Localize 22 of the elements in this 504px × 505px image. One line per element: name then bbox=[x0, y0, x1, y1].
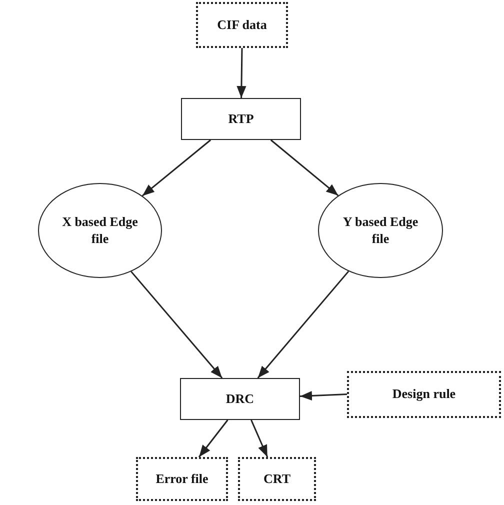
node-label: Error file bbox=[156, 470, 208, 488]
arrow bbox=[130, 271, 223, 378]
node-label: X based Edge file bbox=[61, 214, 139, 247]
node-label: RTP bbox=[228, 110, 254, 128]
process-box bbox=[180, 378, 300, 420]
output-box bbox=[136, 457, 228, 501]
data-source-box bbox=[196, 2, 288, 48]
node-label: CIF data bbox=[217, 16, 267, 34]
arrow bbox=[236, 48, 246, 98]
node-label: CRT bbox=[264, 470, 290, 488]
arrow bbox=[198, 420, 228, 458]
node-label: DRC bbox=[226, 390, 254, 408]
output-box bbox=[238, 457, 316, 501]
arrow bbox=[270, 139, 339, 196]
arrow bbox=[257, 270, 350, 378]
arrow bbox=[250, 420, 268, 458]
arrow bbox=[142, 139, 212, 196]
node-label: Design rule bbox=[392, 386, 456, 403]
arrow bbox=[300, 390, 348, 401]
process-box bbox=[181, 98, 301, 140]
input-box bbox=[347, 371, 501, 418]
node-label: Y based Edge file bbox=[342, 214, 420, 247]
